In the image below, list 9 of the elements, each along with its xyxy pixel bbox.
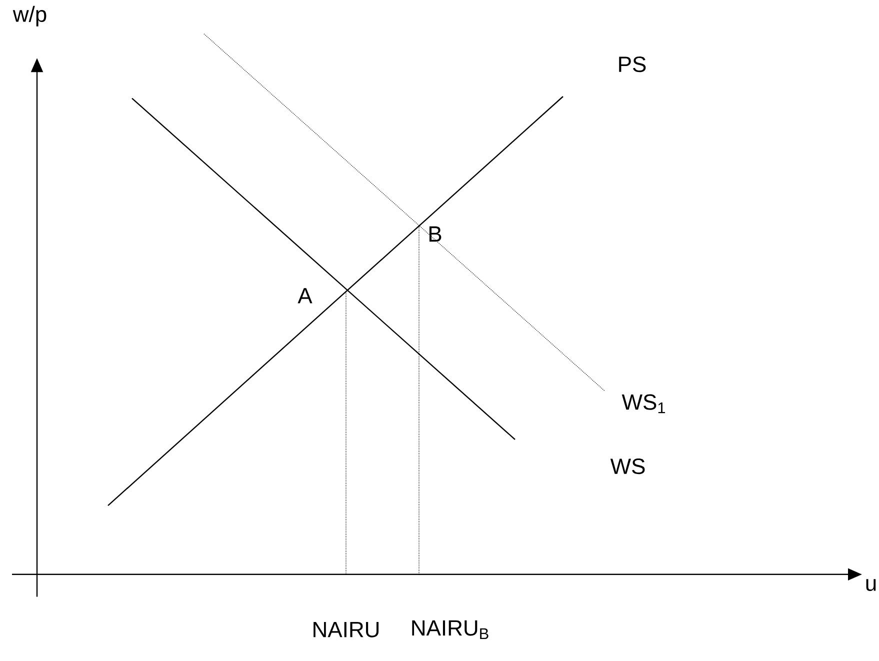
point-label: A	[298, 288, 312, 304]
axis-tick-label: NAIRU	[314, 622, 379, 638]
curve-label: WS$_{1}$	[622, 394, 665, 414]
axis-label: u	[866, 579, 876, 592]
curve-label: WS	[610, 458, 645, 474]
curve-label: PS	[619, 56, 646, 72]
point-label: B	[429, 226, 442, 242]
axis-label: w/p	[12, 6, 46, 26]
axis-tick-label: NAIRU$_{B}$	[412, 620, 488, 639]
